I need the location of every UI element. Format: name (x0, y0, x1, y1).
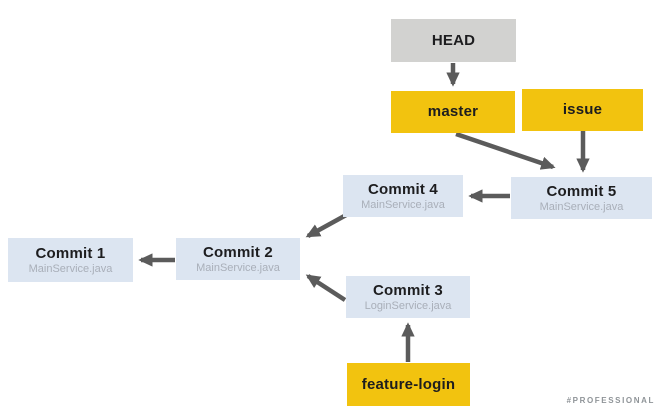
arrow-commit3-to-commit2 (305, 274, 347, 302)
branch-issue-label: issue (562, 101, 603, 119)
node-branch-feature-login: feature-login (347, 363, 470, 406)
node-branch-master: master (391, 91, 515, 133)
commit-2-title: Commit 2 (203, 243, 273, 261)
commit-2-file: MainService.java (196, 261, 280, 274)
node-commit-1: Commit 1 MainService.java (8, 238, 133, 282)
branch-feature-login-label: feature-login (361, 375, 456, 393)
commit-3-title: Commit 3 (373, 281, 443, 299)
watermark-text: #PROFESSIONAL (566, 396, 655, 405)
node-commit-5: Commit 5 MainService.java (511, 177, 652, 219)
commit-4-title: Commit 4 (368, 180, 438, 198)
node-head: HEAD (391, 19, 516, 62)
commit-3-file: LoginService.java (364, 299, 452, 312)
node-commit-3: Commit 3 LoginService.java (346, 276, 470, 318)
node-branch-issue: issue (522, 89, 643, 131)
node-commit-4: Commit 4 MainService.java (343, 175, 463, 217)
head-label: HEAD (431, 31, 476, 49)
node-commit-2: Commit 2 MainService.java (176, 238, 300, 280)
commit-4-file: MainService.java (361, 198, 445, 211)
branch-master-label: master (427, 103, 479, 121)
commit-5-file: MainService.java (539, 200, 624, 213)
arrow-commit4-to-commit2 (305, 212, 350, 238)
commit-1-file: MainService.java (28, 262, 113, 275)
commit-5-title: Commit 5 (546, 182, 617, 200)
arrow-master-to-commit5 (455, 131, 556, 170)
commit-1-title: Commit 1 (35, 244, 106, 262)
